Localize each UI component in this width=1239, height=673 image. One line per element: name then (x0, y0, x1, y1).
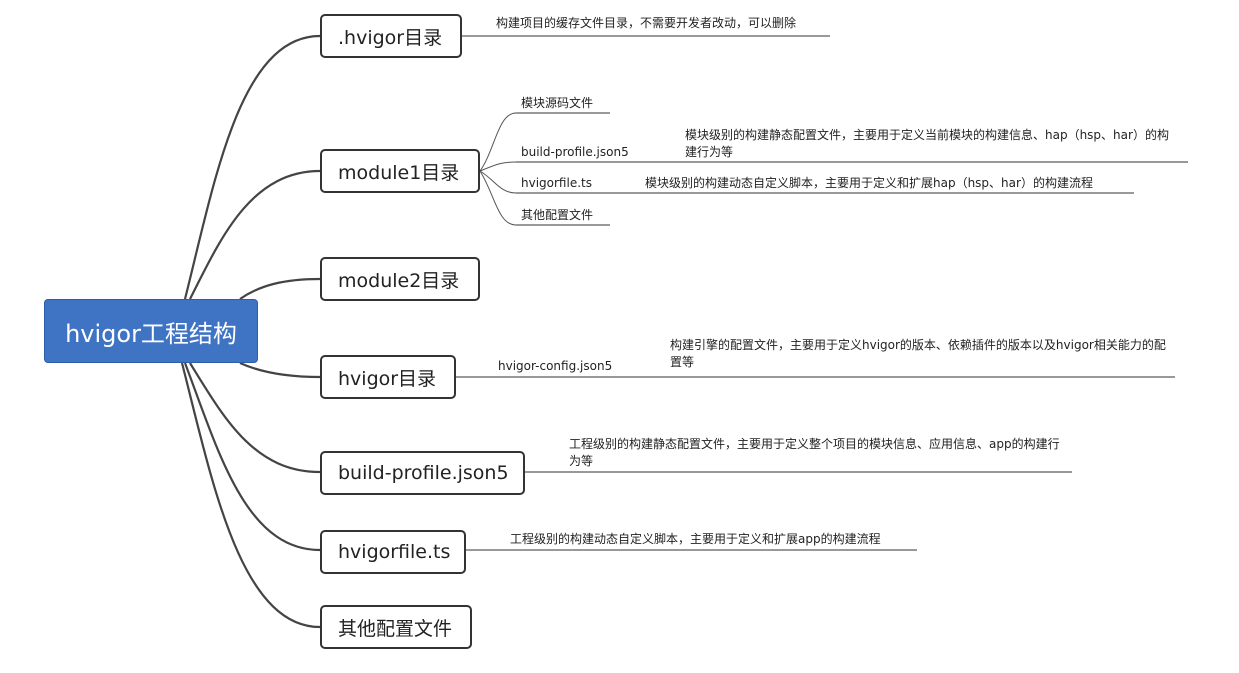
node-hvigorfile[interactable]: hvigorfile.ts (320, 530, 466, 574)
link-m1-hvigorfile (479, 170, 517, 194)
link-other (180, 362, 321, 629)
module1-child-hvigorfile[interactable]: hvigorfile.ts (521, 176, 592, 190)
node-label: hvigor目录 (338, 367, 437, 390)
node-label: .hvigor目录 (338, 26, 443, 49)
node-label: hvigorfile.ts (338, 541, 451, 563)
node-label: module1目录 (338, 161, 460, 184)
root-node[interactable]: hvigor工程结构 (44, 299, 258, 363)
link-m1-other (479, 170, 517, 226)
node-hvigor-dir[interactable]: hvigor目录 (320, 355, 456, 399)
link-module1 (189, 169, 321, 300)
node-hvigor-cache-dir[interactable]: .hvigor目录 (320, 14, 462, 58)
node-build-profile[interactable]: build-profile.json5 (320, 451, 525, 495)
desc-module1-build-profile: 模块级别的构建静态配置文件，主要用于定义当前模块的构建信息、hap（hsp、ha… (685, 128, 1169, 159)
link-module2 (239, 277, 321, 300)
link-build-profile (189, 362, 321, 474)
node-label: build-profile.json5 (338, 462, 509, 484)
module1-child-build-profile[interactable]: build-profile.json5 (521, 145, 629, 159)
link-hvigor (239, 361, 321, 379)
node-module2-dir[interactable]: module2目录 (320, 257, 480, 301)
link-hvigorfile (183, 362, 321, 552)
desc-build-profile: 工程级别的构建静态配置文件，主要用于定义整个项目的模块信息、应用信息、app的构… (569, 437, 1060, 468)
module1-child-source[interactable]: 模块源码文件 (521, 96, 594, 110)
node-label: 其他配置文件 (338, 617, 453, 640)
link-hvigor-cache (183, 34, 321, 300)
desc-hvigor-cache-dir: 构建项目的缓存文件目录，不需要开发者改动，可以删除 (496, 16, 797, 30)
module1-child-other[interactable]: 其他配置文件 (521, 208, 594, 222)
link-m1-source (479, 112, 517, 172)
node-label: module2目录 (338, 269, 460, 292)
node-other-config[interactable]: 其他配置文件 (320, 605, 472, 649)
link-m1-build (479, 161, 517, 172)
desc-hvigorfile: 工程级别的构建动态自定义脚本，主要用于定义和扩展app的构建流程 (510, 532, 881, 546)
node-module1-dir[interactable]: module1目录 (320, 149, 480, 193)
desc-module1-hvigorfile: 模块级别的构建动态自定义脚本，主要用于定义和扩展hap（hsp、har）的构建流… (645, 176, 1093, 190)
root-label: hvigor工程结构 (65, 319, 237, 348)
hvigor-config-json5[interactable]: hvigor-config.json5 (498, 359, 613, 373)
desc-hvigor-config: 构建引擎的配置文件，主要用于定义hvigor的版本、依赖插件的版本以及hvigo… (670, 338, 1166, 369)
